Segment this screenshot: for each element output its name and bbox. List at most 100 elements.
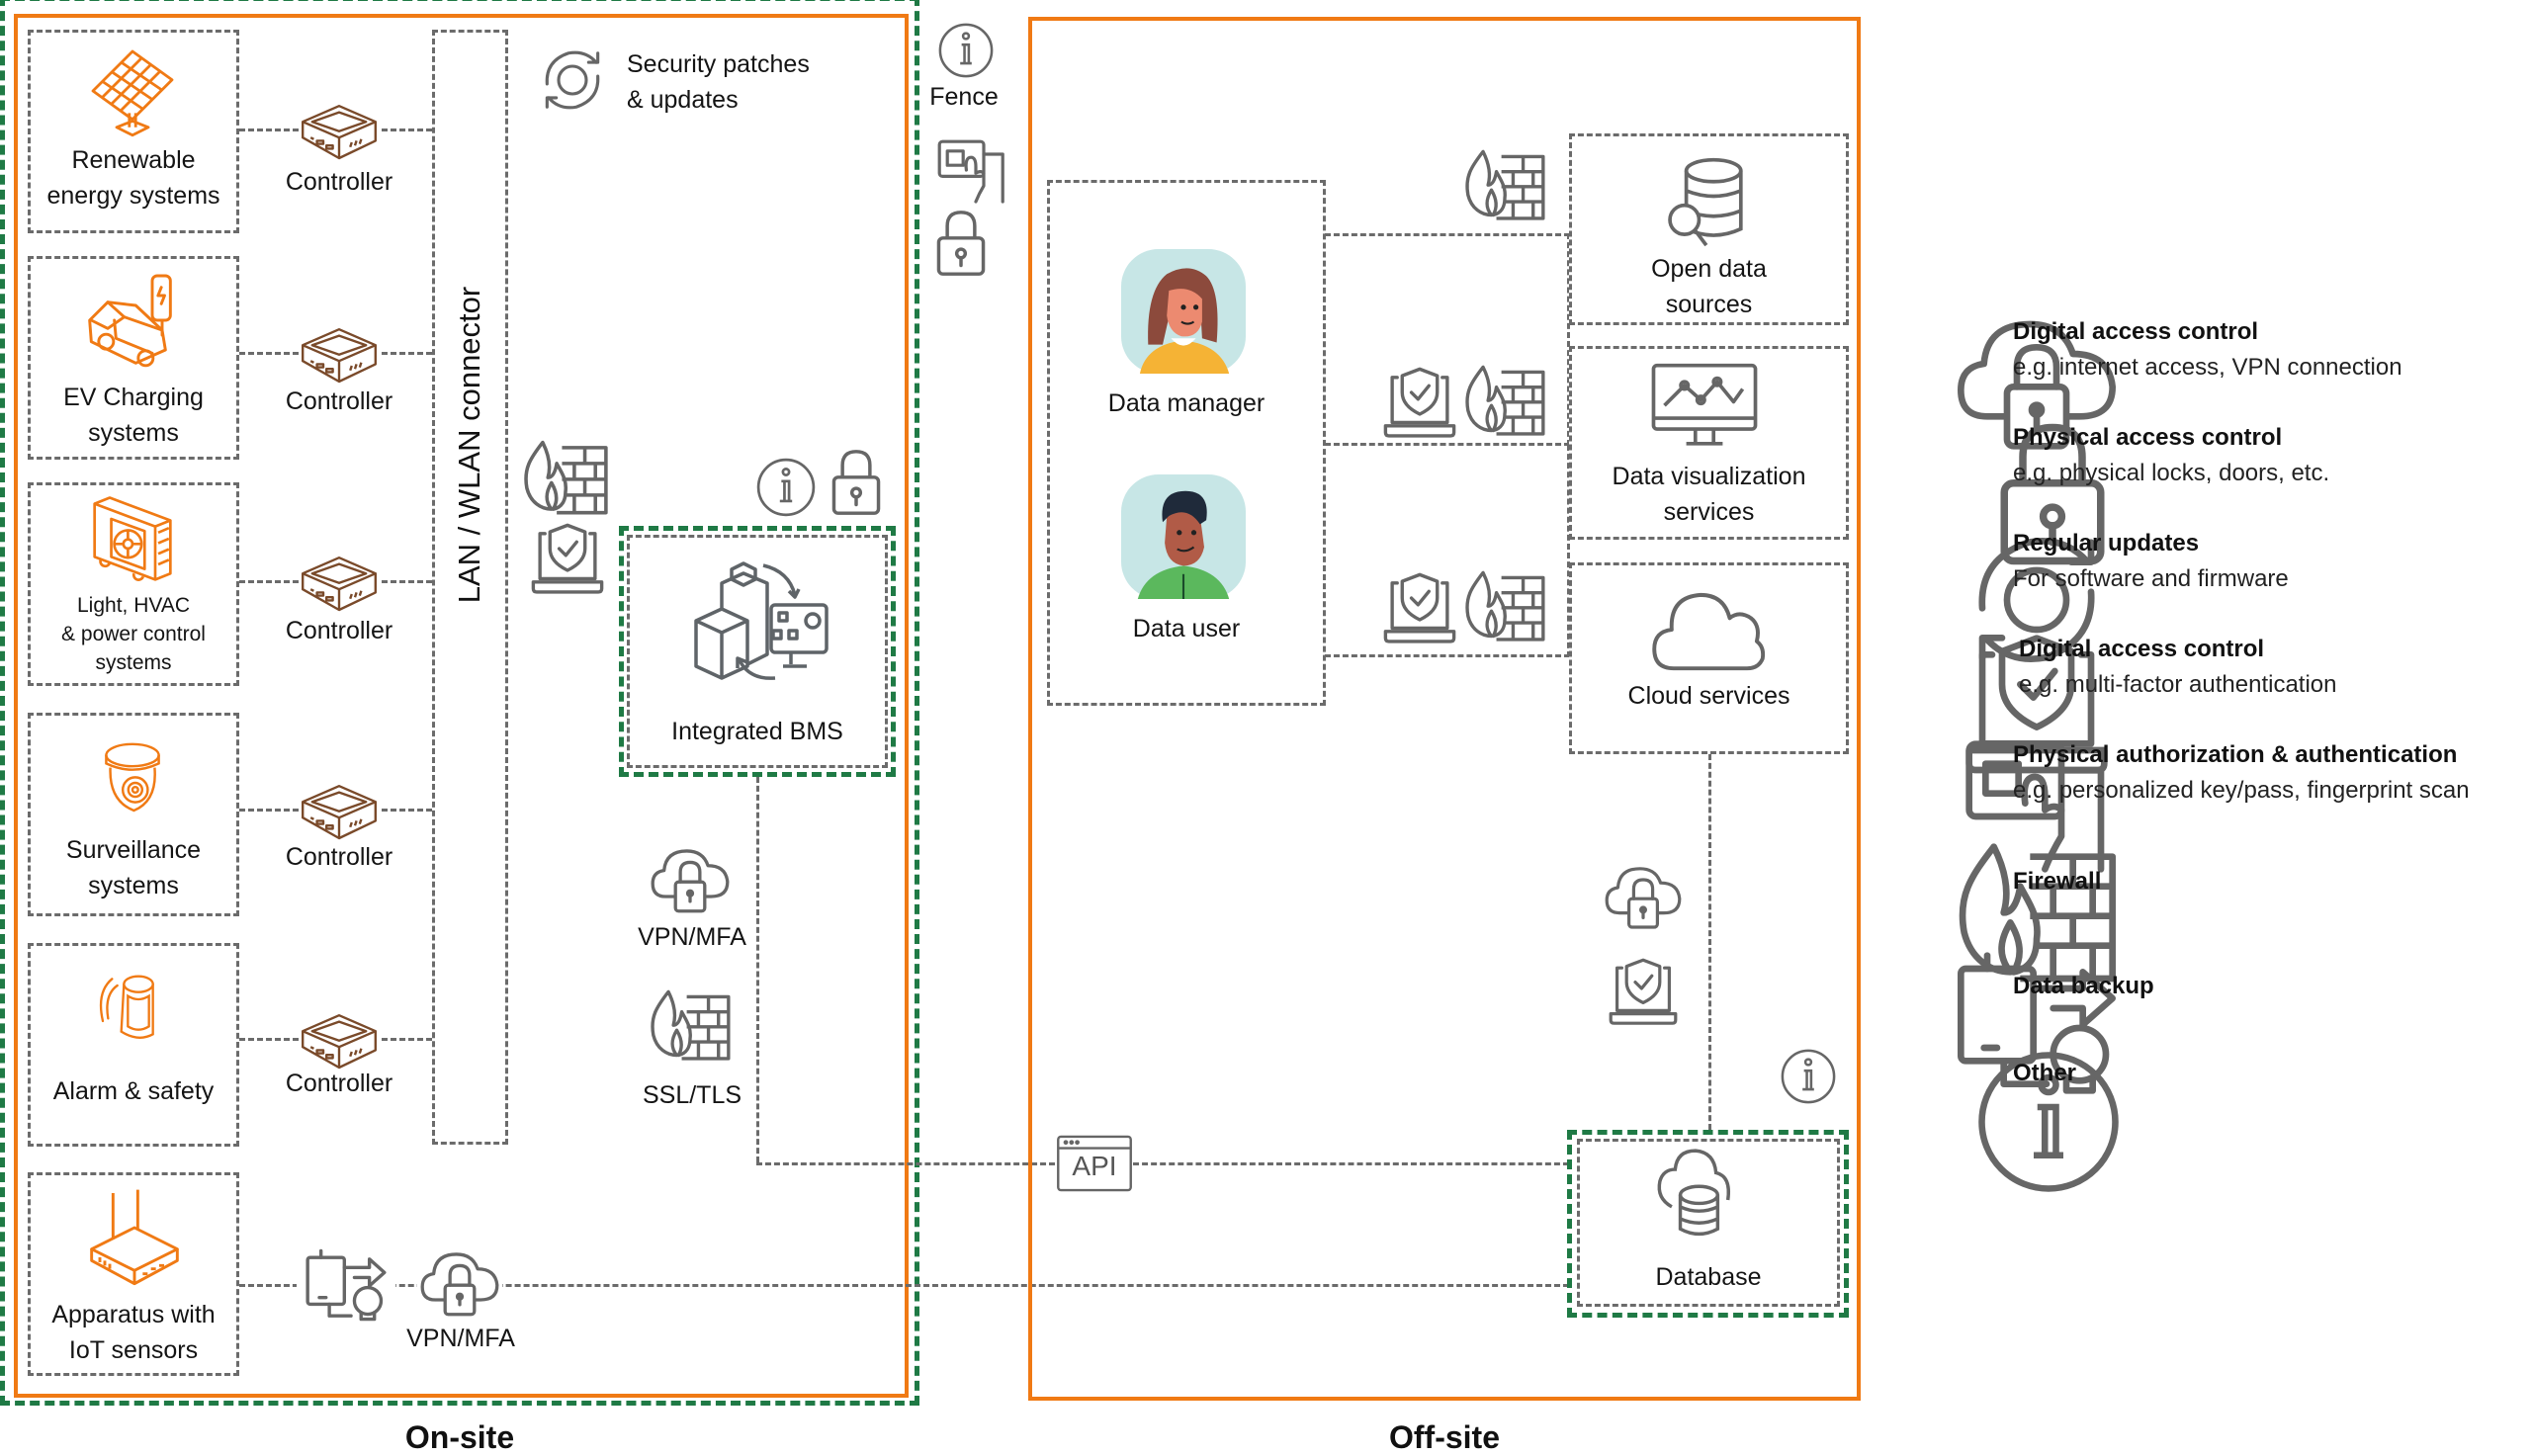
vpn-mfa-label: VPN/MFA: [638, 923, 746, 951]
device-label: systems: [88, 872, 179, 899]
refresh-icon: [538, 45, 607, 115]
connector-line: [1325, 233, 1570, 446]
laptop-shield-icon: [1888, 632, 1964, 707]
controller-label: Controller: [285, 168, 393, 196]
cloud-lock-icon: [1888, 314, 1967, 393]
controller-icon: [299, 783, 380, 846]
api-label: API: [1072, 1151, 1117, 1181]
offsite-zone: [1028, 17, 1861, 1401]
legend-title: Physical access control: [2013, 424, 2283, 451]
fence-label: Fence: [929, 83, 999, 111]
legend-title: Physical authorization & authentication: [2013, 741, 2458, 768]
legend-title: Data backup: [2013, 973, 2154, 999]
device-label: & power control: [61, 623, 206, 645]
api-window-icon: [1056, 1135, 1133, 1192]
database-label: Database: [1655, 1263, 1762, 1291]
cloud-icon: [1649, 589, 1768, 676]
onsite-title: On-site: [404, 1419, 515, 1455]
solar-panel-icon: [81, 43, 184, 138]
controller-label: Controller: [285, 617, 393, 644]
connector-line: [239, 1284, 1569, 1287]
offsite-title: Off-site: [1389, 1419, 1500, 1455]
legend-title: Digital access control: [2013, 318, 2259, 345]
hvac-unit-icon: [87, 492, 178, 591]
data-user-avatar: [1121, 474, 1246, 599]
controller-label: Controller: [285, 1070, 393, 1097]
legend-title: Firewall: [2013, 868, 2102, 895]
legend-desc: e.g. internet access, VPN connection: [2013, 354, 2402, 381]
connector-line: [1325, 445, 1570, 657]
bms-label: Integrated BMS: [671, 718, 843, 745]
personas-box: [1047, 180, 1326, 706]
info-icon: [937, 22, 995, 79]
controller-icon: [299, 103, 380, 166]
cloud-lock-icon: [649, 846, 732, 919]
controller-label: Controller: [285, 387, 393, 415]
legend-desc: e.g. multi-factor authentication: [2019, 671, 2337, 698]
legend-item: Digital access control e.g. multi-factor…: [1878, 632, 2531, 721]
service-label: sources: [1665, 291, 1753, 318]
device-label: Apparatus with: [51, 1301, 216, 1328]
legend-item: Data backup: [1878, 949, 2531, 1038]
laptop-shield-icon: [1382, 366, 1457, 441]
onsite-security-boundary: [0, 0, 919, 1406]
connector-line: [756, 777, 759, 1162]
controller-icon: [299, 1012, 380, 1075]
dome-camera-icon: [91, 733, 174, 818]
data-backup-icon: [1888, 949, 1983, 1022]
legend-title: Other: [2013, 1060, 2077, 1086]
legend-item: Other: [1878, 1048, 2531, 1137]
firewall-icon: [1457, 148, 1552, 223]
device-label: IoT sensors: [68, 1336, 199, 1364]
security-patches-label: Security patches: [627, 50, 810, 78]
device-label: Surveillance: [65, 836, 202, 864]
database-search-icon: [1657, 156, 1752, 247]
onsite-zone: [14, 14, 909, 1398]
firewall-icon: [643, 988, 738, 1064]
bms-building-icon: [672, 556, 830, 694]
keycard-touch-icon: [929, 138, 1014, 210]
legend-desc: e.g. physical locks, doors, etc.: [2013, 460, 2330, 486]
persona-label: Data manager: [1107, 389, 1266, 417]
ssl-tls-label: SSL/TLS: [642, 1081, 742, 1109]
legend-item: Regular updates For software and firmwar…: [1878, 526, 2531, 615]
device-label: EV Charging: [63, 384, 204, 411]
vpn-mfa-bottom-label: VPN/MFA: [406, 1325, 515, 1352]
refresh-icon: [1888, 526, 1960, 597]
connector-line: [1708, 754, 1711, 1130]
ev-charger-icon: [83, 271, 182, 370]
data-manager-avatar: [1121, 249, 1246, 374]
service-label: Open data: [1651, 255, 1767, 283]
persona-label: Data user: [1132, 615, 1241, 642]
controller-label: Controller: [285, 843, 393, 871]
padlock-icon: [830, 447, 882, 518]
connector-line: [756, 1162, 1055, 1165]
service-label: services: [1663, 498, 1755, 526]
device-label: energy systems: [46, 182, 220, 210]
firewall-icon: [516, 439, 615, 518]
legend-item: Digital access control e.g. internet acc…: [1878, 314, 2531, 403]
laptop-shield-icon: [530, 522, 605, 597]
legend-title: Digital access control: [2019, 636, 2265, 662]
info-icon: [755, 457, 817, 518]
legend-item: Firewall: [1878, 840, 2531, 929]
laptop-shield-icon: [1382, 571, 1457, 646]
keycard-touch-icon: [1888, 737, 1965, 809]
monitor-chart-icon: [1649, 362, 1760, 453]
laptop-shield-icon: [1608, 955, 1679, 1030]
legend-title: Regular updates: [2013, 530, 2200, 557]
device-label: systems: [95, 651, 172, 674]
motion-sensor-icon: [95, 961, 174, 1050]
padlock-icon: [1904, 420, 1954, 491]
iot-router-icon: [85, 1182, 184, 1293]
cloud-database-icon: [1653, 1147, 1738, 1242]
controller-icon: [299, 326, 380, 389]
connector-line: [1133, 1162, 1569, 1165]
service-label: Data visualization: [1612, 463, 1806, 490]
lan-label: LAN / WLAN connector: [452, 286, 486, 604]
device-label: systems: [88, 419, 179, 447]
device-label: Alarm & safety: [52, 1077, 215, 1105]
service-label: Cloud services: [1627, 682, 1790, 710]
firewall-icon: [1888, 840, 1983, 915]
firewall-icon: [1457, 569, 1552, 644]
